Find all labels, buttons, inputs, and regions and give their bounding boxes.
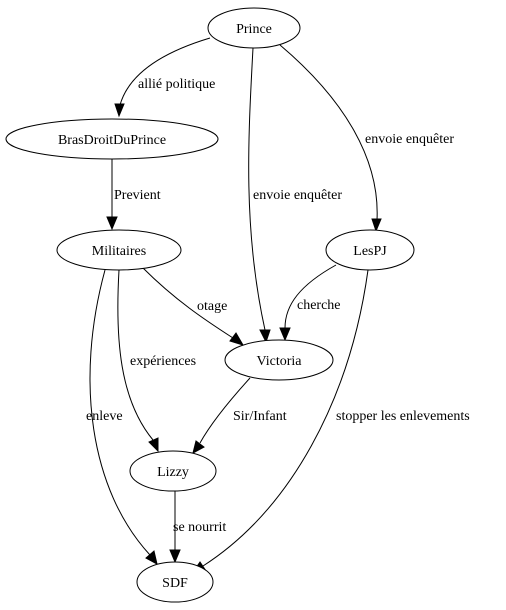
edge-label-militaires-sdf: enleve xyxy=(86,409,123,424)
edge-prince-bras: allié politique xyxy=(114,37,215,118)
edge-prince-lespj: envoie enquêter xyxy=(279,44,454,233)
edge-prince-victoria: envoie enquêter xyxy=(248,47,342,344)
edge-label-lespj-victoria: cherche xyxy=(297,298,341,313)
edge-militaires-victoria: otage xyxy=(142,267,245,346)
node-bras: BrasDroitDuPrince xyxy=(5,118,219,160)
edge-label-bras-militaires: Previent xyxy=(114,188,161,203)
edge-lizzy-sdf: se nourrit xyxy=(169,490,226,564)
node-victoria: Victoria xyxy=(224,339,334,381)
edge-bras-militaires: Previent xyxy=(106,158,161,231)
edge-militaires-sdf: enleve xyxy=(86,269,158,565)
edge-militaires-lizzy: expériences xyxy=(117,269,196,453)
node-lespj: LesPJ xyxy=(325,229,415,271)
node-sdf: SDF xyxy=(136,561,214,603)
edge-lespj-victoria: cherche xyxy=(279,264,341,342)
edge-label-militaires-lizzy: expériences xyxy=(130,354,196,369)
edge-label-lizzy-sdf: se nourrit xyxy=(173,520,226,535)
node-label-sdf: SDF xyxy=(162,576,188,591)
edge-label-prince-victoria: envoie enquêter xyxy=(253,188,342,203)
edge-label-militaires-victoria: otage xyxy=(197,299,227,314)
edge-label-victoria-lizzy: Sir/Infant xyxy=(233,409,287,424)
node-label-victoria: Victoria xyxy=(256,354,302,369)
node-militaires: Militaires xyxy=(56,229,182,271)
node-label-prince: Prince xyxy=(236,22,272,37)
node-label-lizzy: Lizzy xyxy=(157,465,189,480)
node-prince: Prince xyxy=(207,7,301,49)
edge-label-prince-bras: allié politique xyxy=(138,77,215,92)
node-label-lespj: LesPJ xyxy=(353,244,387,259)
edge-label-lespj-sdf: stopper les enlevements xyxy=(336,409,470,424)
node-lizzy: Lizzy xyxy=(129,450,217,492)
edge-label-prince-lespj: envoie enquêter xyxy=(365,132,454,147)
node-label-bras: BrasDroitDuPrince xyxy=(58,133,166,148)
edge-victoria-lizzy: Sir/Infant xyxy=(192,377,287,454)
node-label-militaires: Militaires xyxy=(92,244,146,259)
